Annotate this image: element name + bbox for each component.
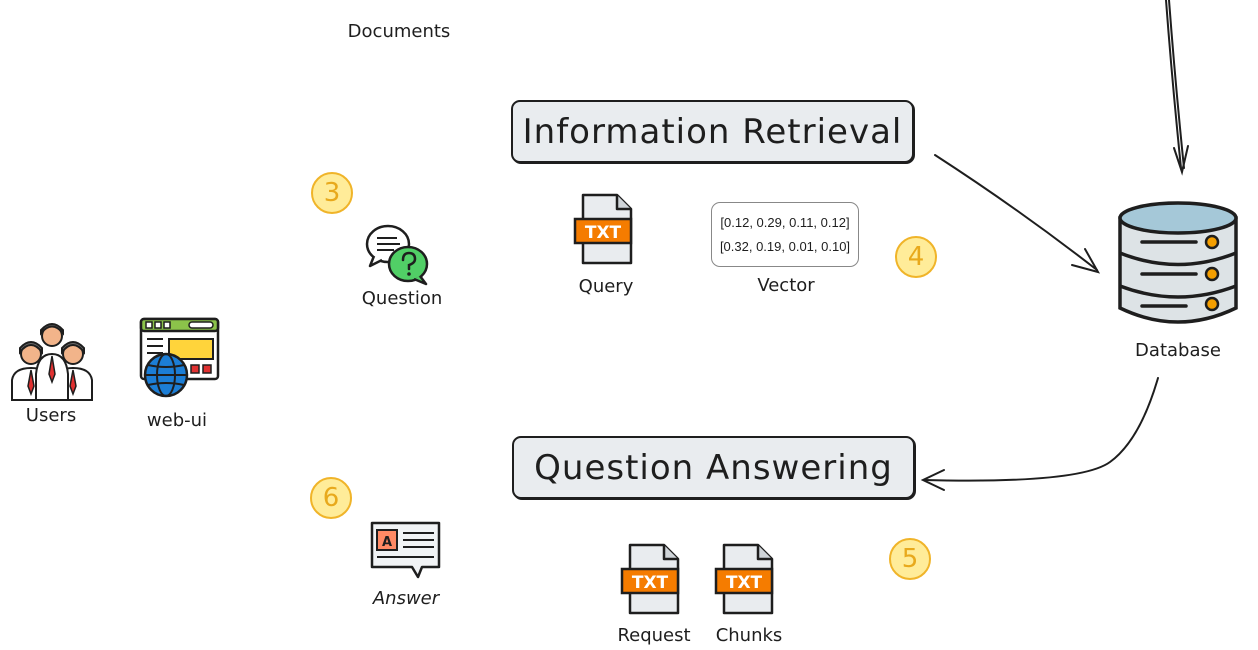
arrow-retrieval-to-database <box>934 154 1101 274</box>
vector-values-box: [0.12, 0.29, 0.11, 0.12] [0.32, 0.19, 0.… <box>711 202 859 267</box>
txt-file-icon: TXT <box>573 193 633 265</box>
users-icon <box>11 323 93 401</box>
query-label: Query <box>578 276 634 297</box>
database-icon <box>1118 201 1238 324</box>
users-label: Users <box>25 405 77 426</box>
step-6-badge: 6 <box>310 477 352 519</box>
question-chat-icon <box>365 224 429 286</box>
vector-label: Vector <box>757 275 815 296</box>
request-label: Request <box>617 625 691 646</box>
step-5-badge: 5 <box>889 538 931 580</box>
information-retrieval-title: Information Retrieval <box>511 100 914 163</box>
arrow-database-to-answering <box>920 377 1159 491</box>
request-file-badge: TXT <box>632 573 669 593</box>
vector-row-1: [0.12, 0.29, 0.11, 0.12] <box>720 215 850 230</box>
chunks-file-badge: TXT <box>726 573 763 593</box>
web-ui-label: web-ui <box>146 410 208 431</box>
vector-row-2: [0.32, 0.19, 0.01, 0.10] <box>719 239 851 254</box>
chunks-label: Chunks <box>715 625 783 646</box>
question-label: Question <box>361 288 443 309</box>
step-3-badge: 3 <box>311 172 353 214</box>
database-label: Database <box>1135 340 1221 361</box>
answer-label: Answer <box>372 588 440 609</box>
answer-icon: A <box>370 521 441 579</box>
query-file-badge: TXT <box>585 223 622 243</box>
web-ui-icon <box>139 317 220 398</box>
answer-badge: A <box>382 535 392 550</box>
step-4-badge: 4 <box>895 236 937 278</box>
txt-file-icon: TXT <box>714 543 774 615</box>
documents-label: Documents <box>347 21 451 42</box>
question-answering-title: Question Answering <box>512 436 915 499</box>
arrow-into-database-top <box>1165 0 1189 176</box>
txt-file-icon: TXT <box>620 543 680 615</box>
